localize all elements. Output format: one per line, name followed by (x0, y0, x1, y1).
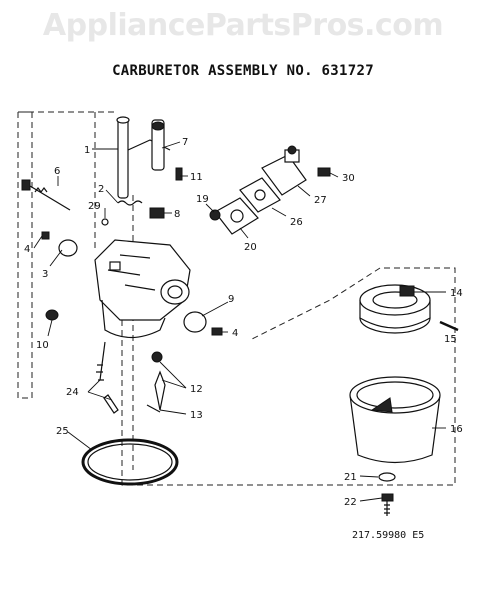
part-screw-11 (175, 167, 183, 181)
callout-25: 25 (56, 426, 69, 437)
callout-4a: 4 (24, 244, 30, 255)
callout-16: 16 (450, 424, 463, 435)
part-washer-21 (378, 472, 396, 482)
part-welch-plug (58, 239, 78, 257)
callout-30: 30 (342, 173, 355, 184)
part-choke-shaft (151, 119, 165, 171)
part-float-pin-15 (439, 320, 459, 332)
callout-27: 27 (314, 195, 327, 206)
callout-4b: 4 (232, 328, 238, 339)
part-bowl-gasket-25 (81, 438, 179, 486)
callout-13: 13 (190, 410, 203, 421)
callout-19: 19 (196, 194, 209, 205)
part-screen-19 (209, 209, 221, 221)
callout-14: 14 (450, 288, 463, 299)
part-screw-4a (41, 231, 50, 240)
callout-26: 26 (290, 217, 303, 228)
callout-9: 9 (228, 294, 234, 305)
part-washer-9 (183, 311, 207, 333)
part-spring (117, 200, 143, 206)
callout-10: 10 (36, 340, 49, 351)
callout-11: 11 (190, 172, 203, 183)
part-float-bowl-16 (349, 376, 441, 464)
part-screw-4b (211, 327, 223, 336)
callout-21: 21 (344, 472, 357, 483)
callout-12: 12 (190, 384, 203, 395)
drawing-code: 217.59980 E5 (352, 530, 425, 541)
callout-22: 22 (344, 497, 357, 508)
callout-8: 8 (174, 209, 180, 220)
callout-24: 24 (66, 387, 79, 398)
callout-1: 1 (84, 145, 90, 156)
part-bowl-screw-22 (381, 493, 394, 516)
part-gasket-20 (214, 197, 259, 235)
part-idle-screw (21, 179, 71, 211)
part-needle-13 (146, 370, 166, 413)
part-clip (149, 207, 165, 219)
part-screw-30 (317, 167, 331, 177)
callout-3: 3 (42, 269, 48, 280)
part-seat-12 (151, 351, 163, 363)
part-carburetor-body (94, 239, 191, 339)
part-needle-24 (96, 341, 119, 414)
part-diaphragm-26 (239, 177, 281, 213)
callout-20: 20 (244, 242, 257, 253)
callout-2: 2 (98, 184, 104, 195)
part-float-14 (359, 284, 431, 334)
leader-lines (33, 141, 446, 502)
callout-29: 29 (88, 201, 101, 212)
assembly-dashed-outline (17, 111, 115, 399)
part-ball (101, 218, 109, 226)
part-bowl-gasket-inner (87, 443, 173, 481)
part-throttle-shaft (116, 116, 171, 199)
callout-6: 6 (54, 166, 60, 177)
watermark: AppliancePartsPros.com (42, 8, 444, 43)
part-pump-cover-27 (261, 145, 307, 196)
callout-7: 7 (182, 137, 188, 148)
callout-15: 15 (444, 334, 457, 345)
diagram-title: CARBURETOR ASSEMBLY NO. 631727 (112, 63, 374, 79)
part-cap-10 (45, 309, 59, 321)
